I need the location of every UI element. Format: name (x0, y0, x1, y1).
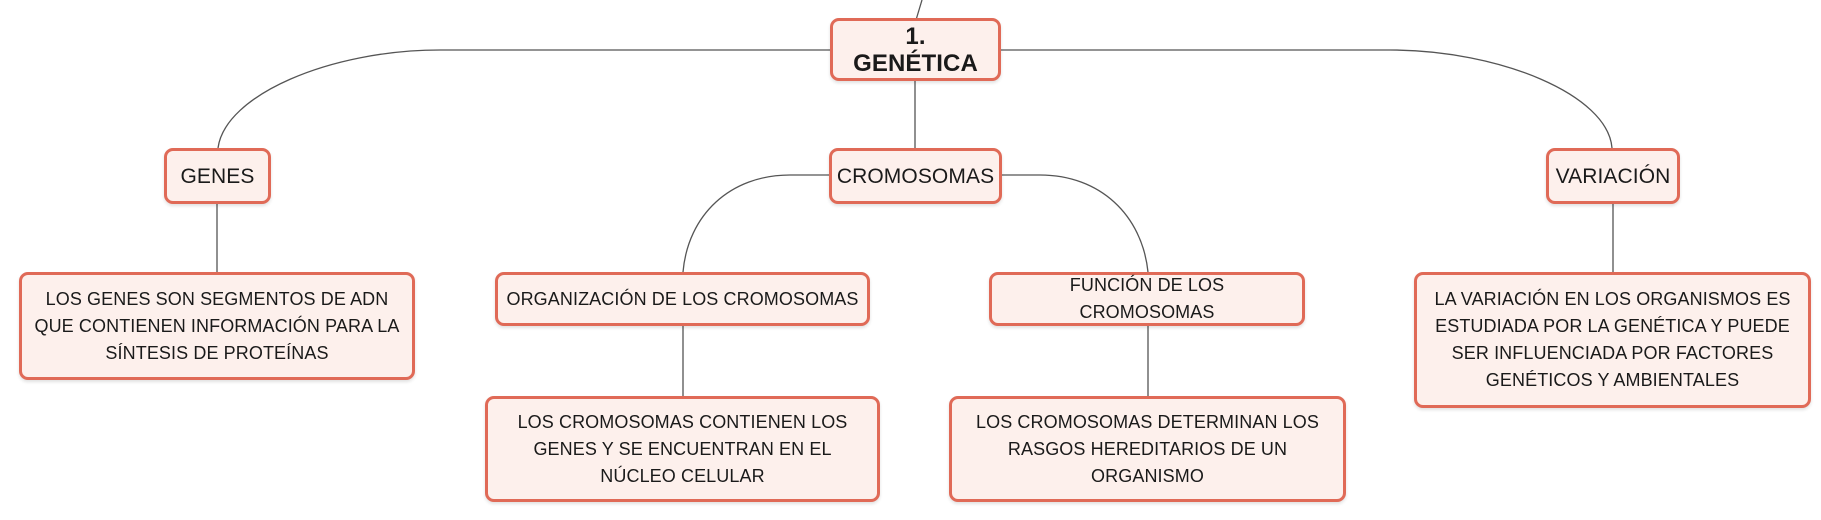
detail-node-organizacion[interactable]: ORGANIZACIÓN DE LOS CROMOSOMAS (495, 272, 870, 326)
connector-cromosomas-to-organizacion (682, 174, 829, 273)
connector-cromosomas-to-funcion (1000, 174, 1149, 273)
branch-node-variacion[interactable]: VARIACIÓN (1546, 148, 1680, 204)
connector-root-to-variacion (1000, 49, 1613, 149)
root-node-genetica[interactable]: 1. GENÉTICA (830, 18, 1001, 81)
connector-root-to-genes (217, 49, 830, 149)
detail-node-variacion[interactable]: LA VARIACIÓN EN LOS ORGANISMOS ES ESTUDI… (1414, 272, 1811, 408)
detail-node-organizacion-detail[interactable]: LOS CROMOSOMAS CONTIENEN LOS GENES Y SE … (485, 396, 880, 502)
detail-node-funcion[interactable]: FUNCIÓN DE LOS CROMOSOMAS (989, 272, 1305, 326)
branch-node-cromosomas[interactable]: CROMOSOMAS (829, 148, 1002, 204)
detail-node-funcion-detail[interactable]: LOS CROMOSOMAS DETERMINAN LOS RASGOS HER… (949, 396, 1346, 502)
detail-node-genes[interactable]: LOS GENES SON SEGMENTOS DE ADN QUE CONTI… (19, 272, 415, 380)
connector-parent-to-root (915, 0, 923, 21)
branch-node-genes[interactable]: GENES (164, 148, 271, 204)
